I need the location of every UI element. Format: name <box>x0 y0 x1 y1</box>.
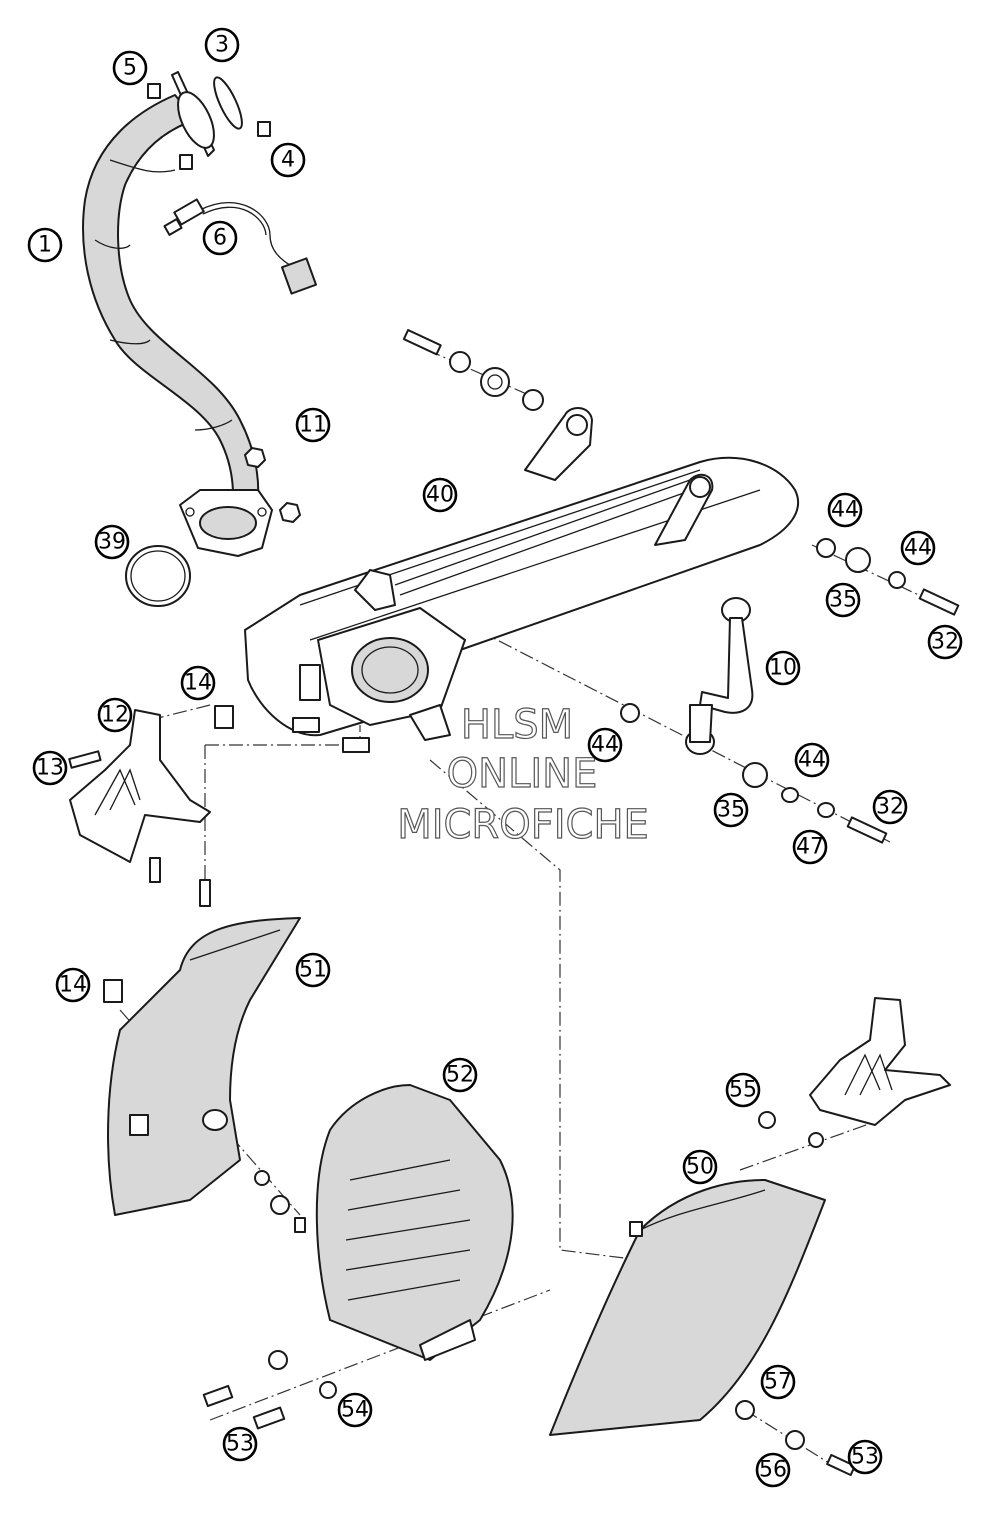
heat-shield-51 <box>107 917 306 1233</box>
callout-54-text: 54 <box>341 1398 369 1423</box>
callout-54: 54 <box>337 1392 373 1428</box>
callout-5-text: 5 <box>123 56 137 81</box>
callout-35-upper: 35 <box>825 582 861 618</box>
callout-5: 5 <box>112 50 148 86</box>
callout-12-text: 12 <box>101 703 129 728</box>
callout-6-text: 6 <box>213 226 227 251</box>
callout-13-text: 13 <box>36 756 64 781</box>
callout-3: 3 <box>204 27 240 63</box>
callout-51: 51 <box>295 952 331 988</box>
callout-56: 56 <box>755 1452 791 1488</box>
callout-32-upper: 32 <box>927 624 963 660</box>
callout-53-left-text: 53 <box>226 1432 254 1457</box>
header-pipe <box>82 94 273 557</box>
callout-32-upper-text: 32 <box>931 630 959 655</box>
callout-13: 13 <box>32 750 68 786</box>
callout-53-left: 53 <box>222 1426 258 1462</box>
callout-52: 52 <box>442 1057 478 1093</box>
callout-35-lower: 35 <box>713 792 749 828</box>
callout-47-text: 47 <box>796 835 824 860</box>
callout-32-lower-text: 32 <box>876 795 904 820</box>
watermark: HLSM ONLINE MICROFICHE <box>397 701 650 848</box>
exhaust-gasket-ring <box>125 545 191 607</box>
callout-44-d: 44 <box>794 742 830 778</box>
callout-44-a: 44 <box>827 492 863 528</box>
callout-11-text: 11 <box>299 413 327 438</box>
heat-shield-bracket-left <box>68 709 211 907</box>
callout-10: 10 <box>765 650 801 686</box>
heat-shield-52 <box>315 1084 514 1361</box>
callout-52-text: 52 <box>446 1063 474 1088</box>
callout-39: 39 <box>94 524 130 560</box>
top-mount-hardware <box>402 329 544 411</box>
callout-4: 4 <box>270 142 306 178</box>
callout-57-text: 57 <box>764 1370 792 1395</box>
callout-35-lower-text: 35 <box>717 798 745 823</box>
callout-53-right: 53 <box>847 1439 883 1475</box>
callout-12: 12 <box>97 697 133 733</box>
callout-14-bottom-text: 14 <box>59 973 87 998</box>
callout-57: 57 <box>760 1364 796 1400</box>
muffler-bracket <box>685 597 754 755</box>
watermark-line-2: ONLINE <box>447 751 598 797</box>
callout-3-text: 3 <box>215 33 229 58</box>
callout-44-b-text: 44 <box>904 536 932 561</box>
callout-50: 50 <box>682 1149 718 1185</box>
callout-51-text: 51 <box>299 958 327 983</box>
callout-labels: 1 3 4 5 6 10 11 12 13 14 14 32 32 35 35 … <box>27 27 963 1488</box>
callout-1: 1 <box>27 227 63 263</box>
heat-shield-50 <box>549 1179 826 1436</box>
callout-44-c: 44 <box>587 727 623 763</box>
callout-14-bottom: 14 <box>55 967 91 1003</box>
callout-14-top-text: 14 <box>184 671 212 696</box>
callout-44-d-text: 44 <box>798 748 826 773</box>
callout-1-text: 1 <box>38 233 52 258</box>
callout-39-text: 39 <box>98 530 126 555</box>
callout-4-text: 4 <box>281 148 295 173</box>
callout-6: 6 <box>202 220 238 256</box>
callout-44-a-text: 44 <box>831 498 859 523</box>
callout-44-b: 44 <box>900 530 936 566</box>
watermark-line-3: MICROFICHE <box>397 802 649 848</box>
callout-50-text: 50 <box>686 1155 714 1180</box>
callout-14-top: 14 <box>180 665 216 701</box>
lambda-sensor <box>163 198 318 295</box>
watermark-line-1: HLSM <box>461 702 573 748</box>
leader-lines <box>119 339 956 1471</box>
right-mount-hardware <box>620 538 960 844</box>
spring-clips <box>103 705 370 1003</box>
callout-10-text: 10 <box>769 656 797 681</box>
callout-35-upper-text: 35 <box>829 588 857 613</box>
callout-55-text: 55 <box>729 1078 757 1103</box>
callout-53-right-text: 53 <box>851 1445 879 1470</box>
callout-40: 40 <box>422 477 458 513</box>
callout-11: 11 <box>295 407 331 443</box>
callout-40-text: 40 <box>426 483 454 508</box>
callout-55: 55 <box>725 1072 761 1108</box>
callout-47: 47 <box>792 829 828 865</box>
gasket-parts <box>147 71 271 170</box>
callout-32-lower: 32 <box>872 789 908 825</box>
bottom-fasteners <box>202 1111 856 1477</box>
muffler <box>244 407 800 741</box>
callout-56-text: 56 <box>759 1458 787 1483</box>
callout-44-c-text: 44 <box>591 733 619 758</box>
heat-shield-bracket-right <box>809 997 951 1126</box>
